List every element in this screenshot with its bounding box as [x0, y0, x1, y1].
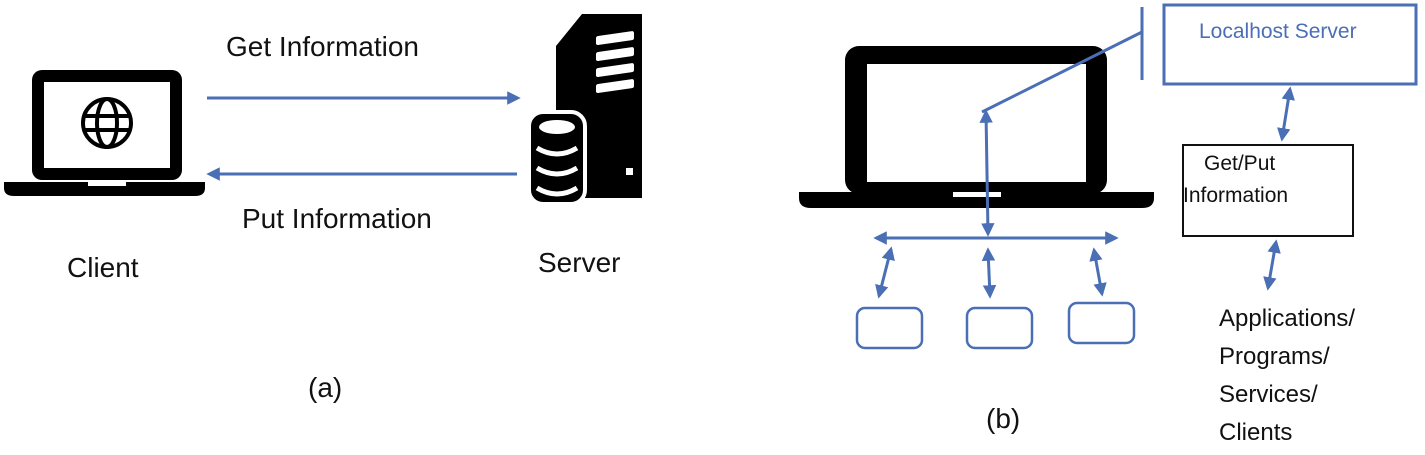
getput-apps-arrow	[1263, 239, 1281, 291]
globe-icon	[81, 97, 133, 149]
laptop-icon	[799, 46, 1154, 208]
get-information-label: Get Information	[226, 31, 419, 62]
getput-box	[1182, 144, 1354, 237]
server-label: Server	[538, 247, 621, 278]
apps-line: Clients	[1219, 419, 1293, 446]
getput-label: Get/Put Information	[1183, 148, 1288, 212]
apps-line: Programs/	[1219, 343, 1330, 370]
localhost-server-label: Localhost Server	[1199, 20, 1357, 43]
caption-b: (b)	[986, 403, 1021, 434]
apps-line: Applications/	[1219, 305, 1356, 332]
apps-line: Services/	[1219, 381, 1318, 408]
client-label: Client	[67, 252, 139, 283]
put-information-label: Put Information	[242, 203, 432, 234]
node-box	[855, 306, 924, 350]
database-icon	[527, 110, 587, 206]
apps-label: Applications/ Programs/ Services/ Client…	[1219, 300, 1355, 452]
node-box	[965, 306, 1034, 350]
getput-line: Get/Put	[1204, 152, 1276, 175]
laptop-icon	[4, 70, 205, 196]
getput-line: Information	[1183, 184, 1289, 207]
node-link-mid	[981, 247, 997, 299]
caption-a: (a)	[308, 372, 343, 403]
localhost-server-box	[1162, 3, 1418, 86]
laptop-bus-arrow	[979, 109, 995, 237]
localhost-getput-arrow	[1277, 86, 1295, 142]
node-link-left	[875, 246, 895, 299]
node-box	[1067, 301, 1136, 345]
localhost-link	[981, 30, 1143, 114]
node-link-right	[1089, 247, 1107, 297]
